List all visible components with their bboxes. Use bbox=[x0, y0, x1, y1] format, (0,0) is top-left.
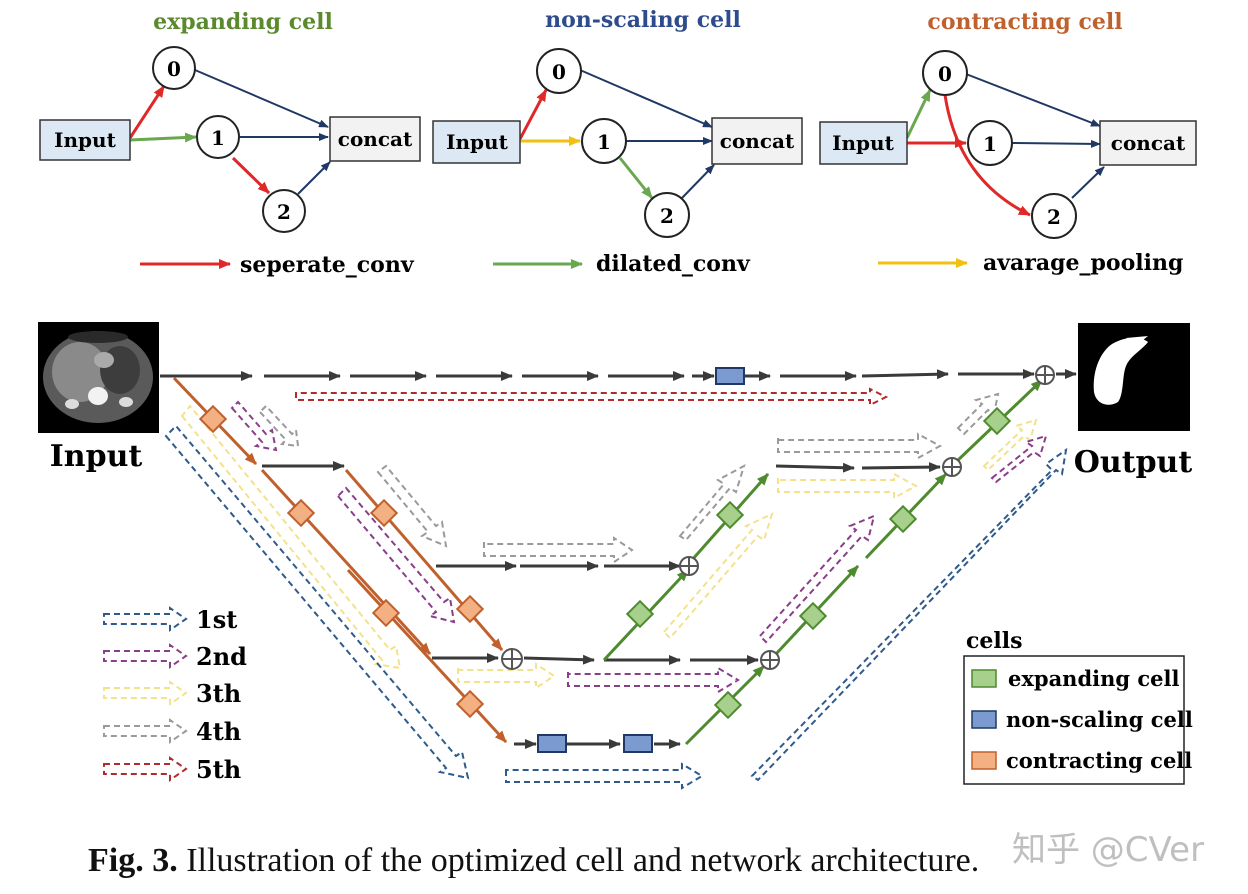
network-output-label: Output bbox=[1074, 445, 1193, 480]
legend-label-contracting-cell: contracting cell bbox=[1006, 748, 1192, 773]
node-2 bbox=[1031, 193, 1077, 239]
concat-box bbox=[711, 117, 803, 165]
sum-node bbox=[942, 457, 962, 477]
expanding-cell-diagram: expanding cell Input concat 0 1 2 bbox=[39, 9, 421, 233]
concat-label: concat bbox=[720, 129, 795, 153]
svg-text:2: 2 bbox=[660, 204, 674, 228]
node-1 bbox=[196, 115, 240, 159]
legend-label-expanding-cell: expanding cell bbox=[1008, 666, 1179, 691]
legend-label-non-scaling-cell: non-scaling cell bbox=[1006, 707, 1193, 732]
legend-swatch-non-scaling bbox=[971, 710, 997, 729]
svg-text:2: 2 bbox=[277, 200, 291, 224]
legend-label-3th: 3th bbox=[196, 679, 241, 708]
cell-title: expanding cell bbox=[153, 9, 333, 35]
node-2 bbox=[262, 189, 306, 233]
watermark: 知乎 @CVer bbox=[1012, 830, 1205, 870]
svg-text:2: 2 bbox=[1047, 205, 1061, 229]
input-box bbox=[819, 121, 908, 165]
concat-label: concat bbox=[1111, 131, 1186, 155]
input-label: Input bbox=[832, 131, 894, 155]
caption-text: Illustration of the optimized cell and n… bbox=[177, 842, 980, 879]
input-label: Input bbox=[54, 128, 116, 152]
input-ct-image bbox=[38, 322, 159, 433]
node-0 bbox=[152, 46, 196, 90]
skip-connections bbox=[160, 369, 1077, 749]
cell-title: contracting cell bbox=[927, 9, 1122, 35]
node-2 bbox=[644, 192, 690, 238]
node-0 bbox=[536, 48, 582, 94]
input-box bbox=[432, 120, 521, 164]
input-box bbox=[39, 119, 131, 161]
sum-node bbox=[501, 648, 523, 670]
cell-legend-title: cells bbox=[966, 628, 1023, 654]
cell-title: non-scaling cell bbox=[545, 7, 741, 33]
svg-text:1: 1 bbox=[983, 132, 997, 156]
svg-text:0: 0 bbox=[552, 60, 566, 84]
sum-node bbox=[679, 556, 699, 576]
node-0 bbox=[922, 50, 968, 96]
output-mask-image bbox=[1078, 323, 1190, 431]
sum-node bbox=[760, 650, 780, 670]
concat-label: concat bbox=[338, 127, 413, 151]
expanding-cell-markers bbox=[625, 406, 1012, 720]
contracting-cell-diagram: contracting cell Input concat 0 1 2 bbox=[819, 9, 1197, 239]
caption-prefix: Fig. 3. bbox=[88, 842, 178, 879]
svg-text:0: 0 bbox=[938, 62, 952, 86]
svg-text:1: 1 bbox=[597, 130, 611, 154]
sum-node bbox=[1035, 365, 1055, 385]
concat-box bbox=[1099, 120, 1197, 166]
figure-caption: Fig. 3. Illustration of the optimized ce… bbox=[88, 842, 1238, 880]
network-input-label: Input bbox=[50, 439, 143, 474]
svg-text:0: 0 bbox=[167, 57, 181, 81]
legend-swatch-contracting bbox=[971, 751, 997, 770]
concat-box bbox=[329, 116, 421, 162]
node-1 bbox=[967, 120, 1013, 166]
non-scaling-cell-markers bbox=[537, 367, 745, 753]
input-label: Input bbox=[446, 130, 508, 154]
non-scaling-cell-diagram: non-scaling cell Input concat 0 1 2 bbox=[432, 7, 803, 238]
contracting-cell-markers bbox=[198, 404, 485, 719]
legend-label-seperate-conv: seperate_conv bbox=[240, 252, 415, 278]
svg-text:1: 1 bbox=[211, 126, 225, 150]
legend-swatch-expanding bbox=[971, 669, 997, 688]
operation-legend: seperate_conv dilated_conv avarage_pooli… bbox=[140, 250, 1183, 278]
legend-label-2nd: 2nd bbox=[196, 642, 247, 671]
legend-label-avarage-pooling: avarage_pooling bbox=[983, 250, 1183, 276]
iteration-arrows bbox=[164, 387, 1068, 790]
node-1 bbox=[581, 118, 627, 164]
legend-label-5th: 5th bbox=[196, 755, 241, 784]
legend-label-4th: 4th bbox=[196, 717, 241, 746]
cell-legend: cells expanding cell non-scaling cell co… bbox=[963, 628, 1193, 785]
legend-label-1st: 1st bbox=[196, 605, 237, 634]
legend-label-dilated-conv: dilated_conv bbox=[596, 251, 751, 277]
sum-nodes bbox=[501, 365, 1055, 670]
iteration-legend: 1st 2nd 3th 4th 5th bbox=[103, 605, 247, 784]
